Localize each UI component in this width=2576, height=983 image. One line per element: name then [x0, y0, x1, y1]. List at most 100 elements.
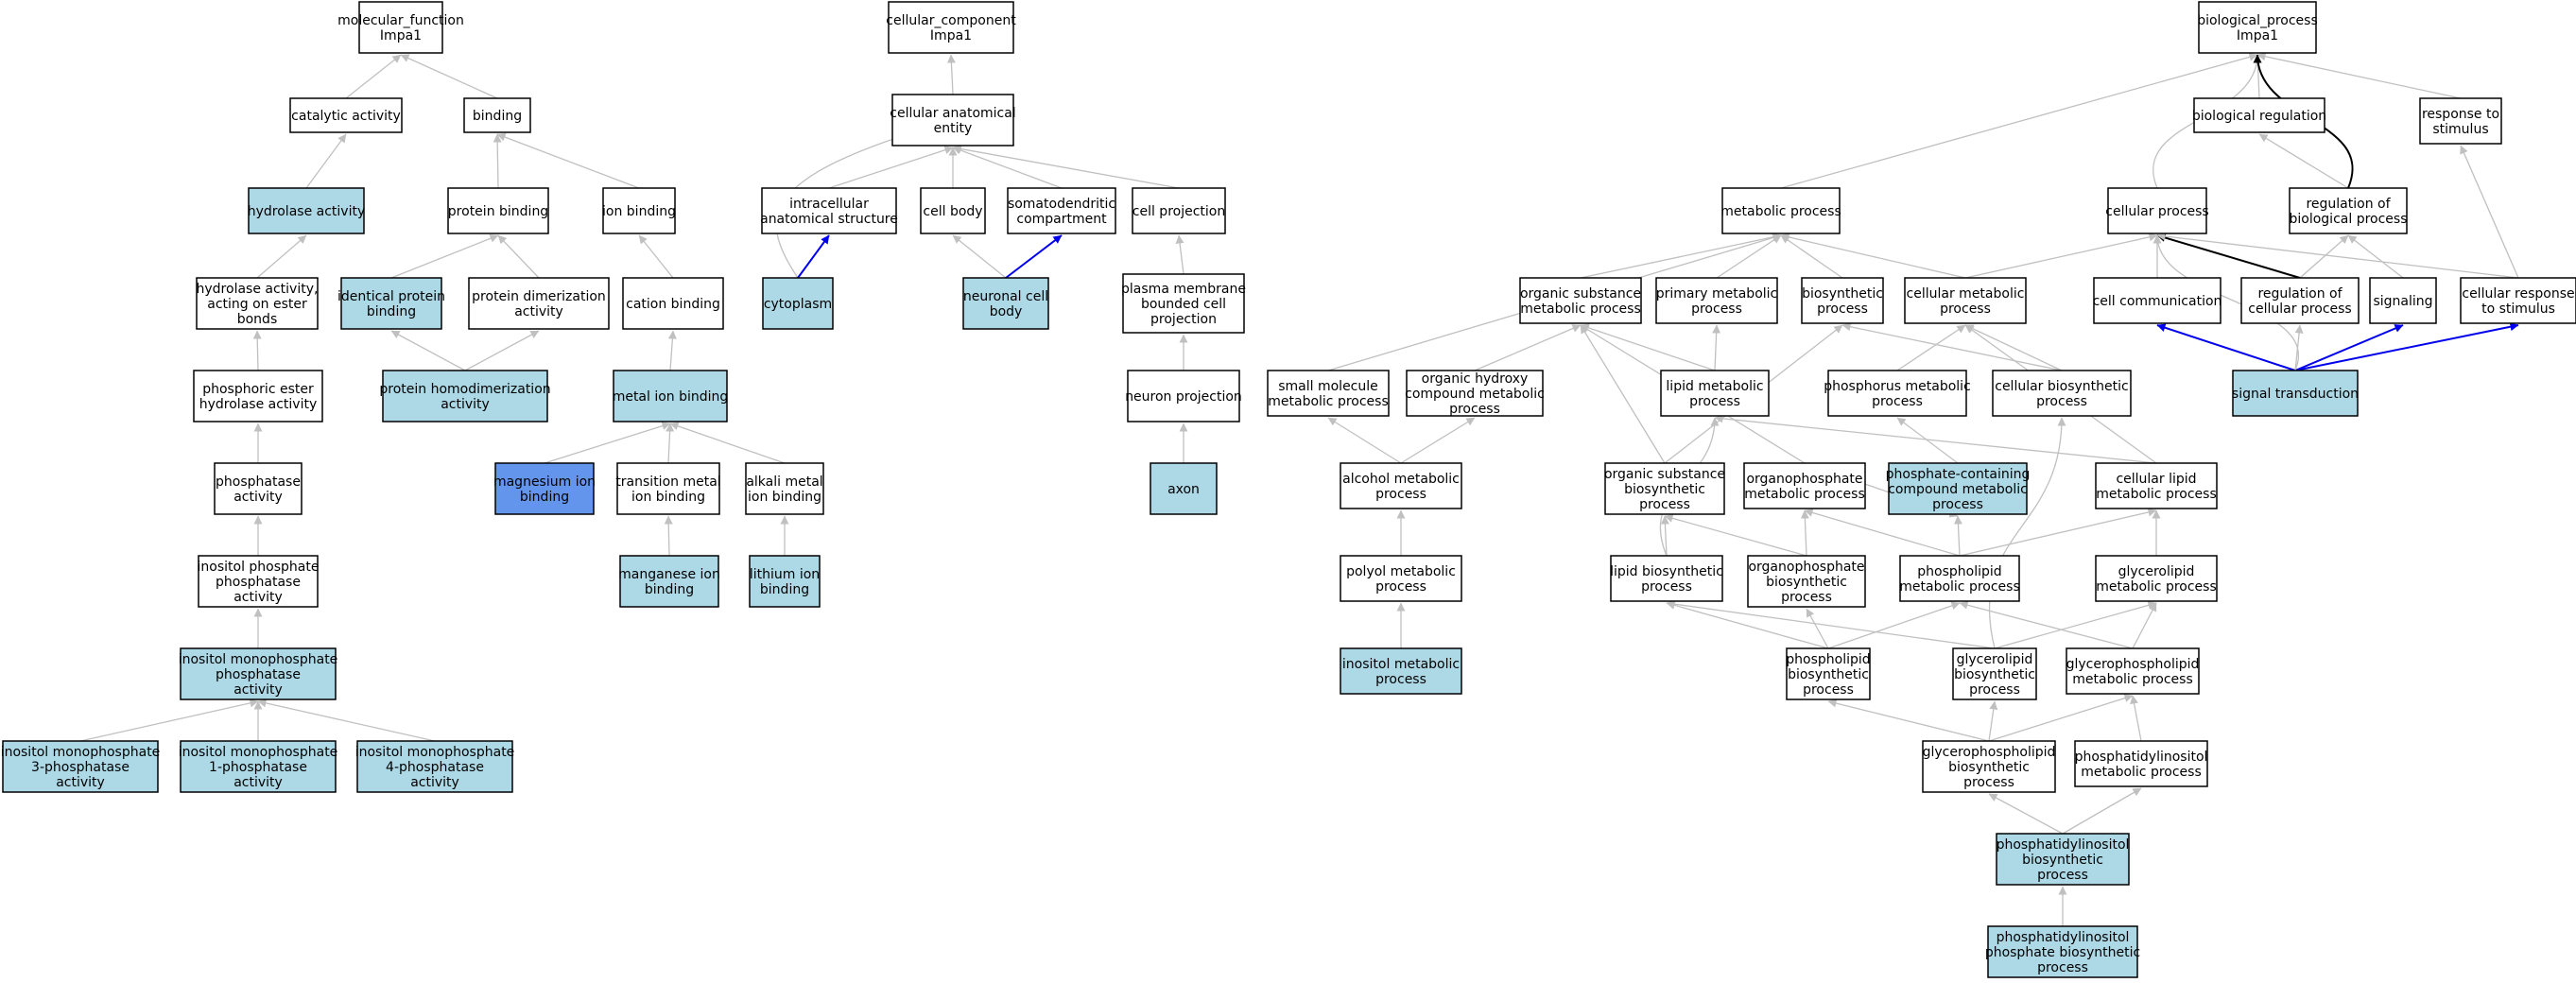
go-term-node-neuron-projection[interactable]: neuron projection	[1125, 370, 1242, 423]
go-term-node-cell-projection[interactable]: cell projection	[1132, 187, 1226, 234]
node-label-line: signaling	[2373, 294, 2432, 309]
node-label-line: process	[2037, 868, 2088, 883]
go-term-node-hydrolase[interactable]: hydrolase activity	[248, 187, 366, 234]
node-box	[1340, 555, 1462, 602]
node-box	[358, 1, 443, 54]
go-term-node-binding[interactable]: binding	[463, 97, 531, 133]
go-term-node-ion-binding[interactable]: ion binding	[602, 187, 676, 234]
go-term-node-inositol-3[interactable]: inositol monophosphate3-phosphataseactiv…	[1, 740, 161, 793]
node-label-line: phosphorus metabolic	[1824, 379, 1971, 394]
node-label-line: lipid biosynthetic	[1610, 564, 1723, 579]
node-label-line: inositol monophosphate	[179, 652, 338, 667]
go-term-node-inositol-4[interactable]: inositol monophosphate4-phosphataseactiv…	[355, 740, 515, 793]
node-box	[494, 462, 595, 515]
node-box	[289, 97, 403, 133]
node-label-line: metabolic process	[1268, 394, 1389, 409]
go-term-node-metabolic[interactable]: metabolic process	[1720, 187, 1841, 234]
go-term-node-bio-reg[interactable]: biological regulation	[2192, 97, 2326, 133]
node-label-line: organic substance	[1604, 467, 1725, 482]
node-label-line: lithium ion	[750, 567, 820, 582]
go-term-node-cytoplasm[interactable]: cytoplasm	[762, 277, 834, 330]
go-term-node-inositol-1[interactable]: inositol monophosphate1-phosphataseactiv…	[179, 740, 338, 793]
edge-protein-binding-to-binding	[493, 133, 502, 189]
go-term-node-protein-binding[interactable]: protein binding	[447, 187, 549, 234]
node-label-line: protein binding	[448, 204, 548, 219]
node-box	[2240, 277, 2360, 324]
node-box	[1340, 462, 1462, 509]
node-label-line: process	[1375, 579, 1426, 595]
go-term-node-cellular-process[interactable]: cellular process	[2105, 187, 2209, 234]
node-box	[198, 555, 319, 608]
edge-organic-hydroxy-to-organic-sub-met	[1474, 324, 1582, 371]
node-label-line: protein dimerization	[472, 289, 606, 304]
go-term-node-inositol-mono[interactable]: inositol monophosphatephosphataseactivit…	[179, 647, 338, 700]
go-term-node-signal-trans[interactable]: signal transduction	[2232, 370, 2359, 417]
go-term-node-catalytic[interactable]: catalytic activity	[289, 97, 403, 133]
node-label-line: primary metabolic	[1656, 286, 1778, 302]
node-box	[749, 555, 821, 608]
go-term-node-cell-body[interactable]: cell body	[920, 187, 986, 234]
go-term-node-cation-binding[interactable]: cation binding	[622, 277, 724, 330]
go-term-node-axon[interactable]: axon	[1150, 462, 1218, 515]
edge-reg-bio-to-bio-reg	[2258, 133, 2349, 189]
node-box	[2289, 187, 2408, 234]
go-term-node-signaling[interactable]: signaling	[2369, 277, 2437, 324]
go-term-node-metal-ion[interactable]: metal ion binding	[613, 370, 729, 423]
node-label-line: process	[2036, 394, 2087, 409]
go-term-node-cell-comm[interactable]: cell communication	[2093, 277, 2222, 324]
node-label-line: glycerolipid	[1957, 652, 2033, 667]
node-label-line: Impa1	[380, 28, 422, 43]
